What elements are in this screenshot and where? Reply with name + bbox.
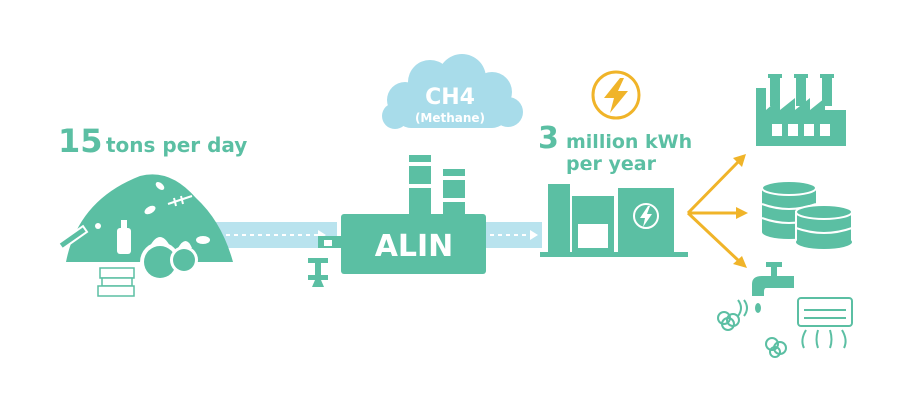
biogas-plant-icon [308, 155, 486, 287]
methane-formula: CH4 [425, 85, 475, 110]
lightning-bolt-icon [591, 70, 641, 120]
water-faucet-icon [717, 262, 794, 358]
food-waste-pile-icon [57, 174, 233, 297]
factory-icon [756, 74, 846, 146]
output-amount-unit-line1: million kWh [566, 131, 692, 153]
power-generator-icon [540, 184, 688, 257]
flow-arrow-output [530, 230, 538, 240]
output-amount-unit-line2: per year [566, 153, 657, 175]
distribution-arrows [686, 154, 748, 268]
air-conditioner-icon [797, 297, 853, 349]
cloud-icon [382, 54, 523, 129]
input-amount-unit: tons per day [106, 133, 247, 157]
plant-label: ALIN [375, 229, 454, 264]
output-amount-number: 3 [538, 121, 559, 156]
methane-name: (Methane) [415, 111, 485, 125]
storage-cylinders-icon [761, 180, 853, 249]
input-amount-number: 15 [58, 122, 103, 160]
